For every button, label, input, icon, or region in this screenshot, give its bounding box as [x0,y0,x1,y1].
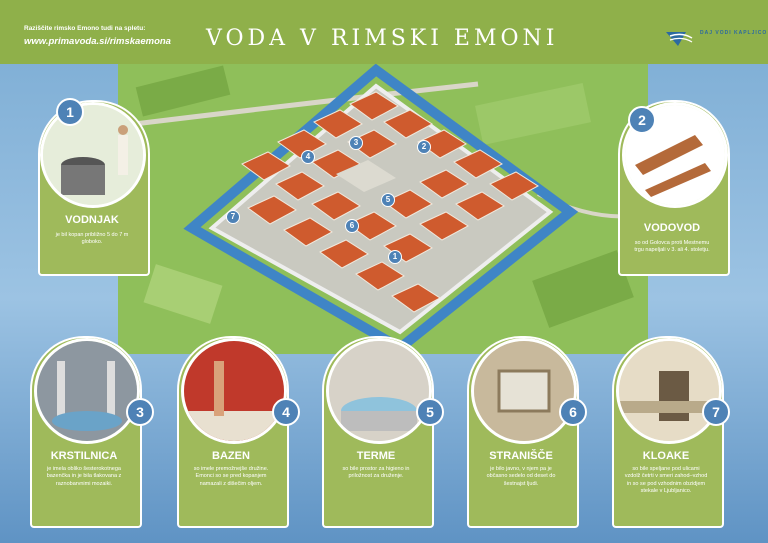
baths-image [326,338,432,444]
panel-title-terme: TERME [356,450,396,462]
panel-number-1: 1 [56,98,84,126]
panel-number-3: 3 [126,398,154,426]
panel-text-terme: so bile prostor za higieno in priložnost… [342,466,410,480]
panel-title-kloake: KLOAKE [642,450,690,462]
panel-number-7: 7 [702,398,730,426]
panel-title-krstilnica: KRSTILNICA [50,450,118,462]
panel-title-bazen: BAZEN [212,450,250,462]
pool-image [181,338,287,444]
map-marker-1: 1 [388,250,402,264]
pipes-image [622,102,728,208]
baptistery-image [34,338,140,444]
map-marker-2: 2 [417,140,431,154]
map-marker-6: 6 [345,219,359,233]
latrine-image [471,338,577,444]
wave-logo-icon [666,32,693,46]
panel-text-krstilnica: je imela obliko šesterokotnega bazenčka … [46,466,122,487]
panel-text-stranisce: je bilo javno, v njem pa je občasno sede… [486,466,556,487]
panel-title-stranisce: STRANIŠČE [489,450,553,462]
map-marker-5: 5 [381,193,395,207]
panel-text-kloake: so bile speljane pod ulicami vzdolž četr… [624,466,708,495]
well-image [40,102,146,208]
panel-number-2: 2 [628,106,656,134]
panel-number-4: 4 [272,398,300,426]
panel-text-vodnjak: je bil kopan približno 5 do 7 m globoko. [55,232,129,246]
panel-number-5: 5 [416,398,444,426]
emona-city-map [118,64,648,354]
map-marker-7: 7 [226,210,240,224]
panel-title-vodnjak: VODNJAK [65,214,119,226]
map-marker-3: 3 [349,136,363,150]
online-text: Raziščite rimsko Emono tudi na spletu: [24,25,146,32]
website-link[interactable]: www.primavoda.si/rimskaemona [24,36,171,47]
panel-text-vodovod: so od Golovca proti Mestnemu trgu napelj… [634,240,710,254]
header-bar [0,0,768,64]
panel-title-vodovod: VODOVOD [643,222,701,234]
map-marker-4: 4 [301,150,315,164]
logo-text: DAJ VODI KAPLJICO [700,30,768,36]
panel-number-6: 6 [559,398,587,426]
sewer-image [616,338,722,444]
panel-text-bazen: so imele premožnejše družine. Emonci so … [193,466,269,487]
poster-title: VODA V RIMSKI EMONI [206,26,559,51]
